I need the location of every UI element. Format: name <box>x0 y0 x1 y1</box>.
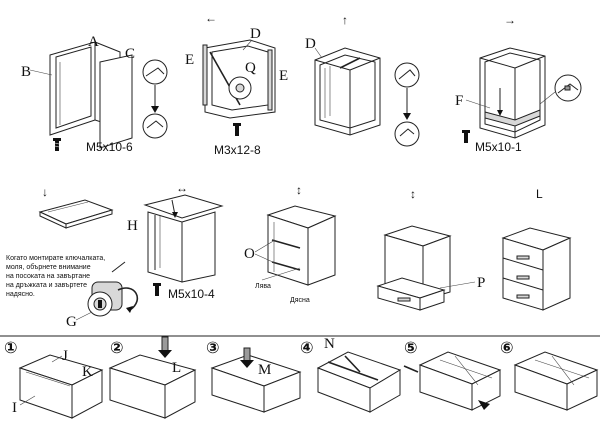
step-back-panel: F M5x10-1 <box>455 47 582 154</box>
note-line-2: моля, обърнете внимание <box>6 263 91 271</box>
label-g: G <box>66 314 77 330</box>
lock-cylinder-detail: G <box>66 261 139 330</box>
note-line-5: надясно. <box>6 291 35 298</box>
note-line-4: на дръжката и завъртете <box>6 282 87 289</box>
screw-spec-3: M5x10-1 <box>475 140 522 154</box>
step-number-3: ③ <box>206 338 220 357</box>
label-q: Q <box>245 60 256 76</box>
step-drawer-slides: O Лява Дясна <box>244 205 337 304</box>
label-f: F <box>455 93 463 109</box>
screw-icon <box>53 138 61 151</box>
label-o: O <box>244 246 255 262</box>
drawer-step-6: ⑥ <box>500 338 599 411</box>
step-top-panel <box>38 199 114 229</box>
drawer-step-5: ⑤ <box>403 338 502 411</box>
screw-spec-1: M5x10-6 <box>86 140 133 154</box>
step-drawer-insert: P <box>376 225 485 311</box>
label-i: I <box>12 400 17 416</box>
label-p: P <box>477 275 485 291</box>
drawer-step-1: ① J K I <box>4 338 104 419</box>
drawer-step-4: ④ N <box>300 336 402 413</box>
label-e-1: E <box>185 52 194 68</box>
step-number-1: ① <box>4 338 18 357</box>
screw-spec-2: M3x12-8 <box>214 143 261 157</box>
left-label: Лява <box>255 283 271 290</box>
note-line-1: Когато монтирате ключалката, <box>6 255 105 262</box>
label-m: M <box>258 362 271 378</box>
screw-icon <box>153 283 161 296</box>
label-k: K <box>82 364 93 380</box>
label-n: N <box>324 336 335 352</box>
step-top-mount: H M5x10-4 <box>127 194 224 301</box>
label-d-2: D <box>305 36 316 52</box>
step-side-panels: A B C M5x10-6 <box>21 34 168 154</box>
screw-spec-4: M5x10-4 <box>168 287 215 301</box>
step-finished-cabinet <box>501 227 572 311</box>
step-number-4: ④ <box>300 338 314 357</box>
screw-icon <box>233 123 241 136</box>
label-h: H <box>127 218 138 234</box>
arrow-down-icon: ↓ <box>42 185 48 199</box>
arrow-horizontal-icon: ↔ <box>176 181 188 195</box>
step-number-6: ⑥ <box>500 338 514 357</box>
arrow-left-icon: ← <box>205 11 217 25</box>
label-a: A <box>88 34 99 50</box>
arrow-vertical-icon-2: ↕ <box>410 187 416 201</box>
arrow-vertical-icon-1: ↕ <box>296 183 302 197</box>
step-frame-rails: D E Q E M3x12-8 <box>185 26 288 157</box>
corner-mark: L <box>536 187 543 201</box>
step-number-5: ⑤ <box>404 338 418 357</box>
step-number-2: ② <box>110 338 124 357</box>
note-line-3: на посоката на завъртане <box>6 273 90 280</box>
label-j: J <box>62 348 68 364</box>
lock-note: Когато монтирате ключалката, моля, обърн… <box>6 255 105 298</box>
drawer-step-2: ② L <box>108 336 197 419</box>
drawer-step-3: ③ M <box>206 338 302 413</box>
label-e-2: E <box>279 68 288 84</box>
label-l: L <box>172 360 181 376</box>
step-cabinet-frame: D <box>305 36 420 147</box>
right-label: Дясна <box>290 297 310 304</box>
label-b: B <box>21 64 31 80</box>
screw-icon <box>462 130 470 143</box>
arrow-right-icon: → <box>504 13 516 27</box>
label-d-1: D <box>250 26 261 42</box>
label-c: C <box>125 46 135 62</box>
arrow-up-icon: ↑ <box>342 13 348 27</box>
